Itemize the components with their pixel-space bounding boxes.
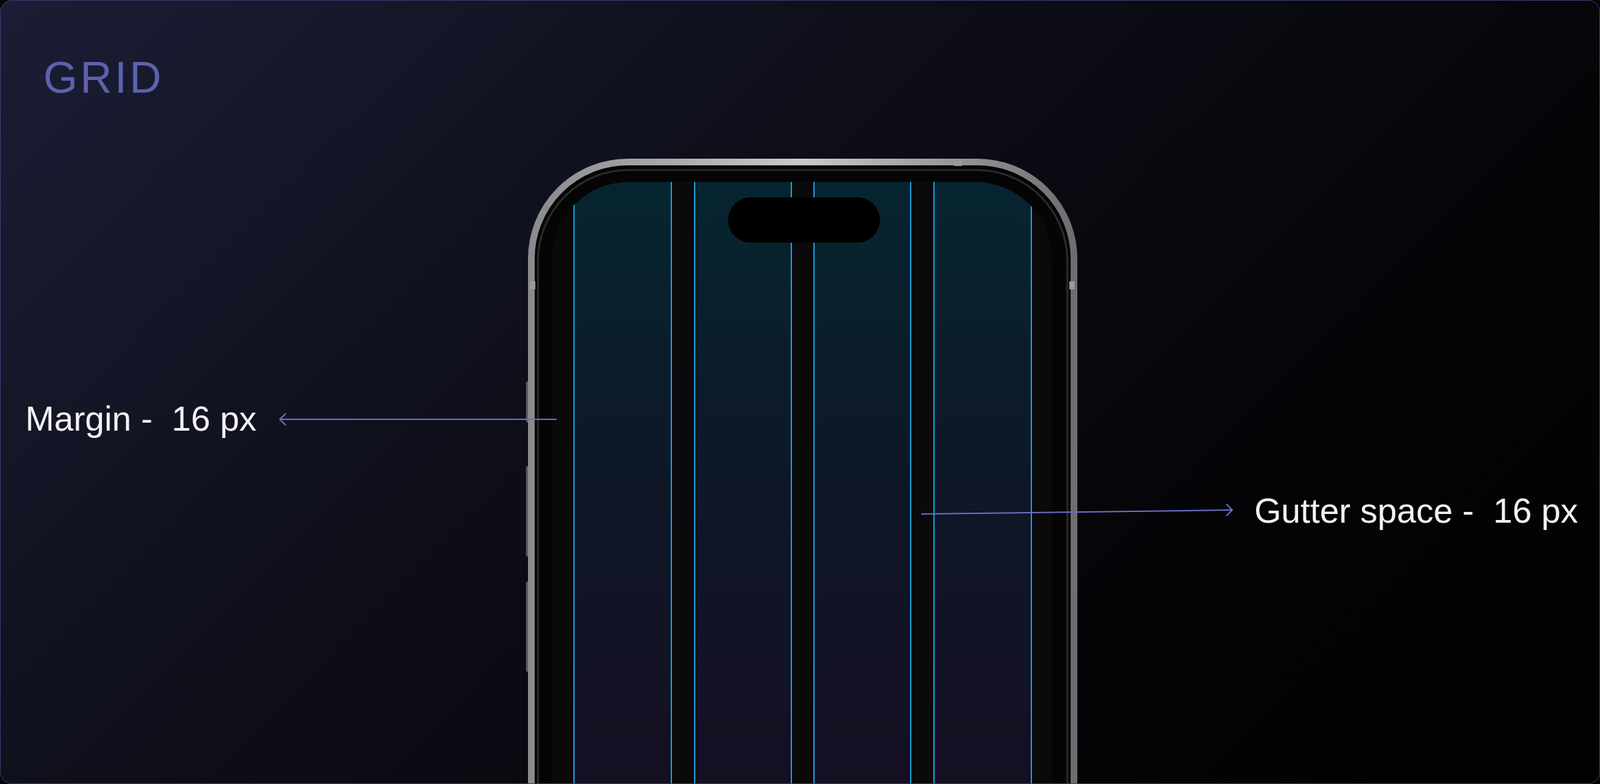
grid-column: [814, 177, 911, 784]
grid-column: [574, 177, 672, 784]
grid-column: [934, 177, 1032, 784]
dynamic-island: [728, 197, 880, 243]
leader-line: [280, 418, 557, 420]
grid-lines: [574, 177, 1032, 784]
diagram-title: GRID: [43, 52, 164, 104]
dimension-label: Margin - 16 px: [25, 399, 257, 440]
antenna-notch: [530, 281, 536, 290]
arrow-head: [1226, 504, 1232, 516]
screen: [547, 177, 1061, 784]
antenna-notch: [954, 160, 962, 166]
leader-line: [921, 510, 1232, 514]
dimension-label: Gutter space - 16 px: [1254, 491, 1578, 532]
arrow-head: [280, 413, 286, 426]
grid-column: [694, 177, 792, 784]
antenna-notch: [1069, 281, 1075, 290]
